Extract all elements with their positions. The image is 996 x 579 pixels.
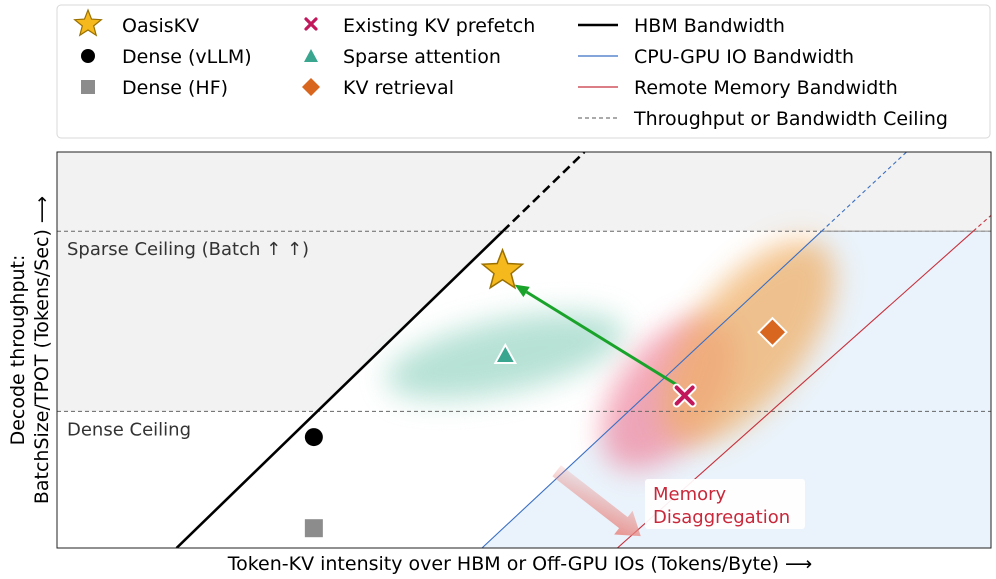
plot-frame [56, 151, 992, 549]
bandwidth-line-solid-0 [175, 230, 504, 548]
legend-diamond-icon [302, 78, 320, 96]
legend-square-icon [81, 80, 95, 94]
ceiling-label-0: Sparse Ceiling (Batch ↑ ↑) [67, 239, 309, 260]
legend-item-dense-hf: Dense (HF) [81, 77, 228, 99]
legend-triangle-icon [304, 49, 318, 62]
sparse-ceiling-band [57, 152, 991, 232]
legend-label-hbm: HBM Bandwidth [634, 15, 785, 37]
legend-label-sparse-attention: Sparse attention [343, 46, 501, 68]
y-axis-label-line2: BatchSize/TPOT (Tokens/Sec) ⟶ [31, 196, 53, 504]
legend-label-kv-retrieval: KV retrieval [343, 77, 454, 99]
point-sparse-attention [493, 342, 518, 364]
legend-item-hbm: HBM Bandwidth [578, 15, 785, 37]
legend-item-remote: Remote Memory Bandwidth [578, 77, 898, 99]
legend-star-icon [73, 8, 103, 37]
legend-item-ceiling: Throughput or Bandwidth Ceiling [578, 108, 948, 130]
legend-label-dense-vllm: Dense (vLLM) [122, 46, 252, 68]
legend-item-sparse-attention: Sparse attention [304, 46, 501, 68]
bandwidth-line-dashed-1 [821, 152, 907, 232]
legend-item-cpu-gpu: CPU-GPU IO Bandwidth [578, 46, 854, 68]
arrow-memory-disaggregation [552, 465, 641, 537]
cloud-2 [661, 240, 836, 444]
hbm-bound-region [57, 231, 503, 412]
x-axis-label: Token-KV intensity over HBM or Off-GPU I… [227, 553, 813, 575]
legend-label-cpu-gpu: CPU-GPU IO Bandwidth [634, 46, 854, 68]
plot-area: Sparse Ceiling (Batch ↑ ↑)Dense Ceiling … [56, 151, 992, 549]
point-kv-retrieval [757, 316, 788, 348]
legend-x-icon [304, 17, 318, 31]
legend-label-oasiskv: OasisKV [122, 15, 199, 37]
legend-label-kv-prefetch: Existing KV prefetch [343, 15, 535, 37]
y-axis-label-line1: Decode throughput: [7, 255, 29, 446]
legend-label-ceiling: Throughput or Bandwidth Ceiling [633, 108, 948, 130]
point-dense-vllm- [304, 428, 323, 447]
legend-item-oasiskv: OasisKV [73, 8, 199, 37]
arrow-prefetch-to-oasiskv [525, 290, 679, 387]
legend-item-kv-retrieval: KV retrieval [302, 77, 454, 99]
legend-circle-icon [81, 49, 95, 63]
bandwidth-line-dashed-0 [501, 152, 586, 233]
point-existing-kv-prefetch [672, 383, 697, 408]
disaggregation-label-line2: Disaggregation [653, 507, 790, 528]
bandwidth-line-solid-1 [481, 230, 822, 548]
legend-item-dense-vllm: Dense (vLLM) [81, 46, 252, 68]
legend: OasisKV Dense (vLLM) Dense (HF) Existing… [56, 4, 991, 139]
point-dense-hf- [304, 519, 323, 538]
ceiling-label-1: Dense Ceiling [67, 419, 191, 440]
legend-label-remote: Remote Memory Bandwidth [634, 77, 898, 99]
legend-frame [56, 4, 991, 139]
arrow-memory-disaggregation-shape [552, 465, 641, 537]
arrowhead-prefetch-to-oasiskv [514, 284, 530, 298]
legend-item-kv-prefetch: Existing KV prefetch [304, 15, 535, 37]
legend-label-dense-hf: Dense (HF) [122, 77, 228, 99]
disaggregation-label-line1: Memory [653, 484, 727, 505]
disaggregation-label-bg [645, 479, 805, 529]
point-oasiskv [480, 247, 525, 290]
